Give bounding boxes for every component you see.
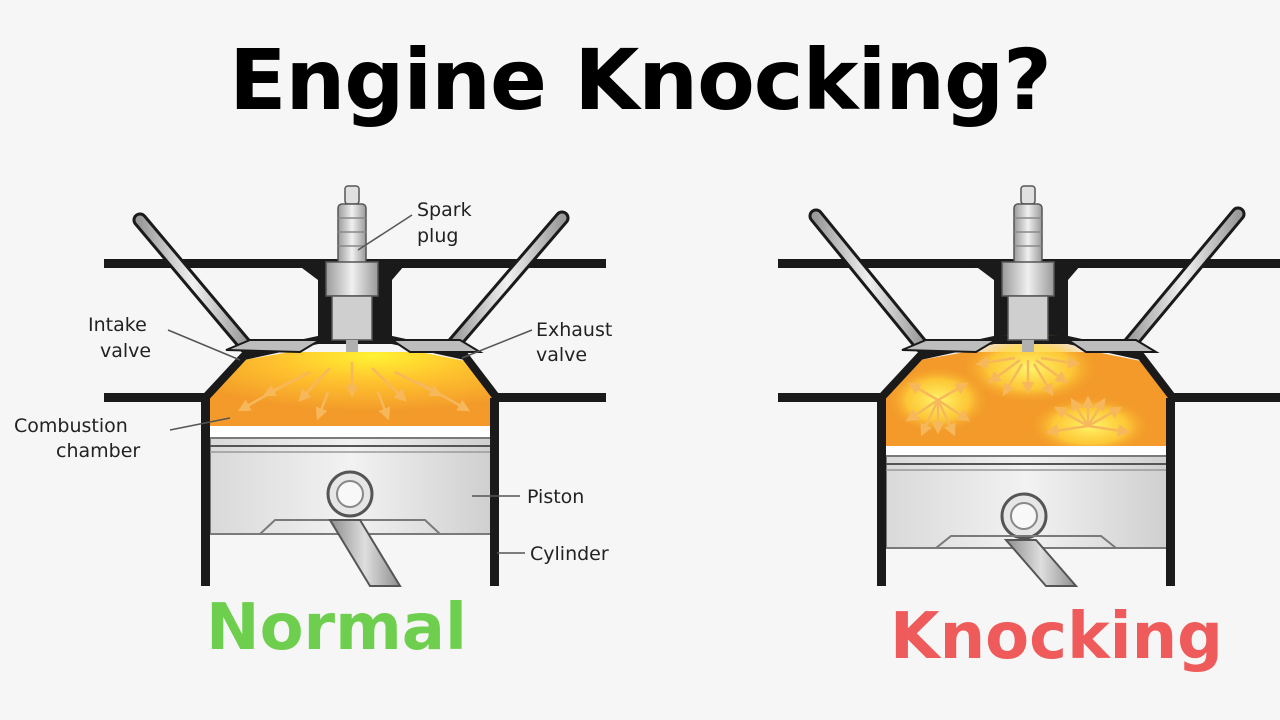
intake-valve [808,208,1000,354]
piston [208,426,494,535]
exhaust-valve [388,210,570,354]
exhaust-valve [1064,206,1246,354]
label-piston: Piston [527,486,584,508]
label-intake-valve-2: valve [100,340,151,362]
caption-knocking: Knocking [890,600,1223,674]
caption-normal: Normal [206,591,467,665]
label-combustion-chamber-2: chamber [56,440,140,462]
cylinder-wall-left [201,398,210,586]
cylinder-wall-right [490,398,499,586]
spark-ignition-zone [960,332,1100,404]
label-intake-valve-1: Intake [88,314,147,336]
diagram-labels: Spark plug Intake valve Exhaust valve Co… [14,199,612,565]
label-spark-plug-2: plug [417,225,458,247]
label-exhaust-valve-1: Exhaust [536,319,612,341]
flame-front-arrows [905,356,1131,437]
cylinder-wall-left [877,398,886,586]
connecting-rod [328,519,402,587]
page-title: Engine Knocking? [229,31,1052,129]
label-spark-plug-1: Spark [417,199,472,221]
label-exhaust-valve-2: valve [536,344,587,366]
piston [884,446,1170,549]
spark-plug [1001,185,1055,352]
connecting-rod [1003,539,1079,587]
spark-plug [325,185,379,352]
flame-front-arrows [237,362,471,421]
cylinder-wall-right [1166,398,1175,586]
knocking-engine [778,185,1280,587]
normal-engine [104,185,606,587]
label-combustion-chamber-1: Combustion [14,415,128,437]
intake-valve [132,212,324,354]
label-cylinder: Cylinder [530,543,609,565]
